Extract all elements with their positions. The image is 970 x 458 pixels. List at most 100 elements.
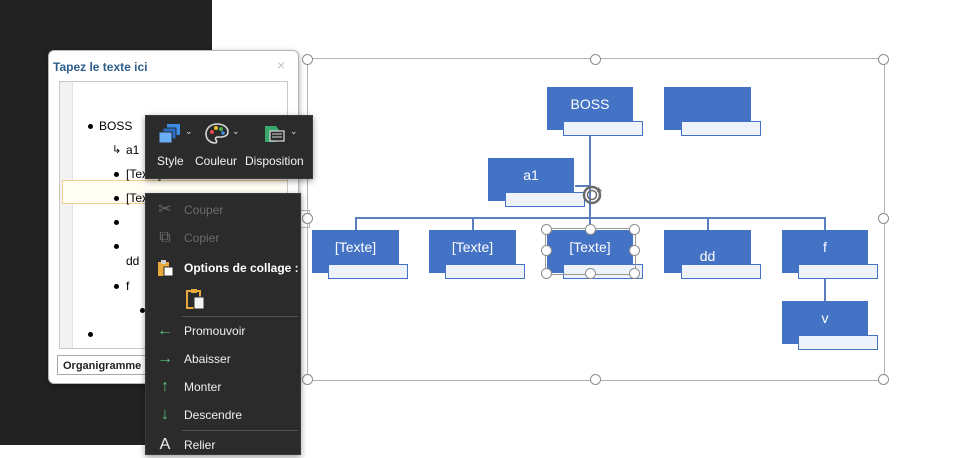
menu-item-label: Promouvoir — [184, 324, 246, 338]
menu-item-label: Monter — [184, 380, 222, 394]
chevron-down-icon: ⌄ — [185, 126, 193, 136]
menu-item-label: Options de collage : — [184, 261, 299, 275]
rotate-icon[interactable] — [580, 183, 606, 207]
resize-handle[interactable] — [629, 245, 640, 256]
arrow-up-icon: ↑ — [161, 378, 169, 395]
menu-item-move-up[interactable]: ↑ Monter — [146, 374, 300, 400]
menu-item-promote[interactable]: ← Promouvoir — [146, 318, 300, 344]
resize-handle[interactable] — [541, 245, 552, 256]
outline-item[interactable]: a1 — [126, 143, 140, 157]
menu-item-label: Descendre — [184, 408, 243, 422]
connector-line — [824, 217, 826, 231]
node-subtext-box[interactable] — [563, 264, 643, 279]
color-label: Couleur — [195, 154, 238, 168]
chevron-down-icon: ⌄ — [232, 126, 240, 136]
link-icon: A — [159, 436, 171, 453]
node-subtext-box[interactable] — [681, 121, 761, 136]
resize-handle[interactable] — [302, 213, 313, 224]
node-label: [Texte] — [569, 239, 611, 255]
paste-options-header: Options de collage : — [146, 255, 300, 281]
layout-button[interactable]: ⌄ Disposition — [242, 116, 310, 178]
node-subtext-box[interactable] — [681, 264, 761, 279]
bullet-icon — [114, 220, 119, 225]
bullet-icon — [88, 332, 93, 337]
connector-line — [575, 185, 590, 187]
assistant-arrow-icon: ↳ — [112, 144, 122, 156]
menu-item-cut[interactable]: ✂ Couper — [146, 197, 300, 223]
menu-item-label: Relier — [184, 438, 216, 452]
node-subtext-box[interactable] — [505, 192, 585, 207]
resize-handle[interactable] — [302, 54, 313, 65]
mini-toolbar: ⌄ Style ⌄ Couleur ⌄ Disposition — [145, 115, 313, 179]
bullet-icon — [88, 124, 93, 129]
connector-line — [824, 274, 826, 301]
node-label: v — [821, 310, 829, 326]
palette-icon — [205, 123, 229, 144]
menu-separator — [182, 316, 298, 317]
color-button[interactable]: ⌄ Couleur — [194, 116, 240, 178]
connector-line — [472, 217, 474, 231]
resize-handle[interactable] — [585, 268, 596, 279]
resize-handle[interactable] — [590, 374, 601, 385]
resize-handle[interactable] — [629, 224, 640, 235]
connector-line — [707, 217, 709, 231]
menu-item-move-down[interactable]: ↓ Descendre — [146, 402, 300, 428]
node-subtext-box[interactable] — [328, 264, 408, 279]
menu-separator — [182, 430, 298, 431]
style-label: Style — [157, 154, 184, 168]
resize-handle[interactable] — [541, 224, 552, 235]
menu-item-label: Abaisser — [184, 352, 231, 366]
node-label: dd — [699, 248, 716, 264]
pane-title: Tapez le texte ici — [53, 60, 148, 74]
clipboard-icon — [158, 260, 174, 277]
chevron-down-icon: ⌄ — [290, 126, 298, 136]
connector-line — [355, 217, 357, 231]
menu-item-copy[interactable]: ⧉ Copier — [146, 225, 300, 251]
node-subtext-box[interactable] — [445, 264, 525, 279]
resize-handle[interactable] — [629, 268, 640, 279]
outline-gutter — [60, 82, 73, 348]
resize-handle[interactable] — [878, 374, 889, 385]
resize-handle[interactable] — [585, 224, 596, 235]
menu-item-label: Couper — [184, 203, 224, 217]
node-subtext-box[interactable] — [798, 335, 878, 350]
arrow-right-icon: → — [157, 350, 173, 367]
outline-item[interactable]: f — [126, 279, 130, 293]
arrow-down-icon: ↓ — [161, 406, 169, 423]
layout-icon — [265, 126, 285, 142]
bullet-icon — [140, 308, 145, 313]
outline-item[interactable]: dd — [126, 254, 140, 268]
context-menu: ✂ Couper ⧉ Copier Options de collage : ←… — [145, 193, 301, 455]
bullet-icon — [114, 284, 119, 289]
node-label: BOSS — [570, 96, 610, 112]
outline-item[interactable]: BOSS — [99, 119, 133, 133]
resize-handle[interactable] — [878, 54, 889, 65]
bullet-icon — [114, 172, 119, 177]
style-button[interactable]: ⌄ Style — [152, 116, 193, 178]
menu-item-label: Copier — [184, 231, 220, 245]
resize-handle[interactable] — [878, 213, 889, 224]
arrow-left-icon: ← — [157, 322, 173, 339]
layout-name-link[interactable]: Organigramme — [57, 355, 147, 375]
paste-keep-formatting-icon[interactable] — [186, 288, 206, 310]
org-node[interactable]: [Texte] — [312, 230, 399, 273]
connector-line — [589, 134, 591, 218]
bullet-icon — [114, 244, 119, 249]
resize-handle[interactable] — [541, 268, 552, 279]
node-label: f — [823, 239, 827, 255]
node-label: a1 — [523, 167, 539, 183]
node-label: [Texte] — [451, 239, 494, 255]
bullet-icon — [114, 196, 119, 201]
resize-handle[interactable] — [302, 374, 313, 385]
resize-handle[interactable] — [590, 54, 601, 65]
scissors-icon: ✂ — [158, 201, 172, 218]
menu-item-demote[interactable]: → Abaisser — [146, 346, 300, 372]
node-subtext-box[interactable] — [563, 121, 643, 136]
copy-icon: ⧉ — [159, 229, 171, 246]
node-subtext-box[interactable] — [798, 264, 878, 279]
close-icon[interactable]: × — [277, 57, 286, 73]
style-icon — [158, 124, 180, 144]
layout-label: Disposition — [245, 154, 304, 168]
node-label: [Texte] — [334, 239, 377, 255]
menu-item-links[interactable]: A Relier — [146, 432, 300, 458]
